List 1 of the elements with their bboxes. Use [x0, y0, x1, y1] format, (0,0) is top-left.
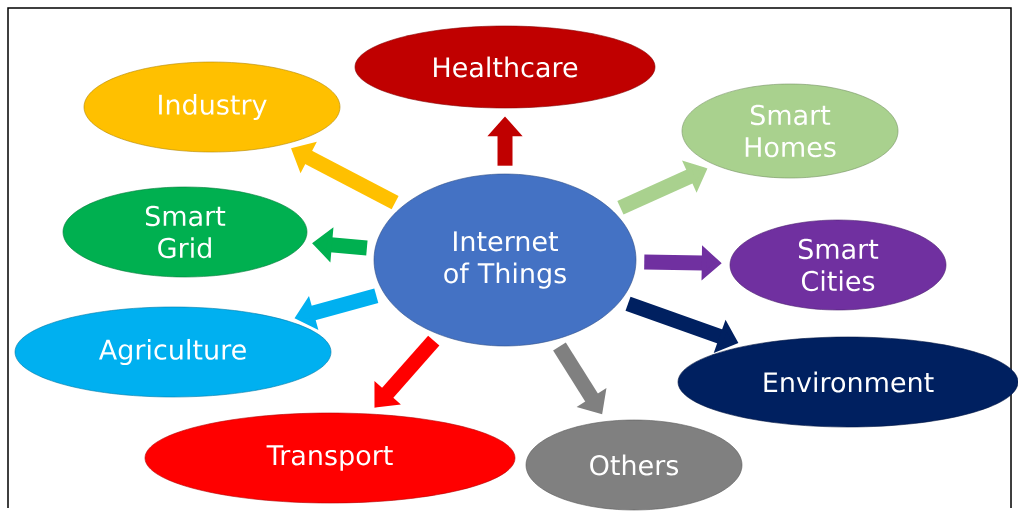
- block-arrow: [374, 335, 440, 408]
